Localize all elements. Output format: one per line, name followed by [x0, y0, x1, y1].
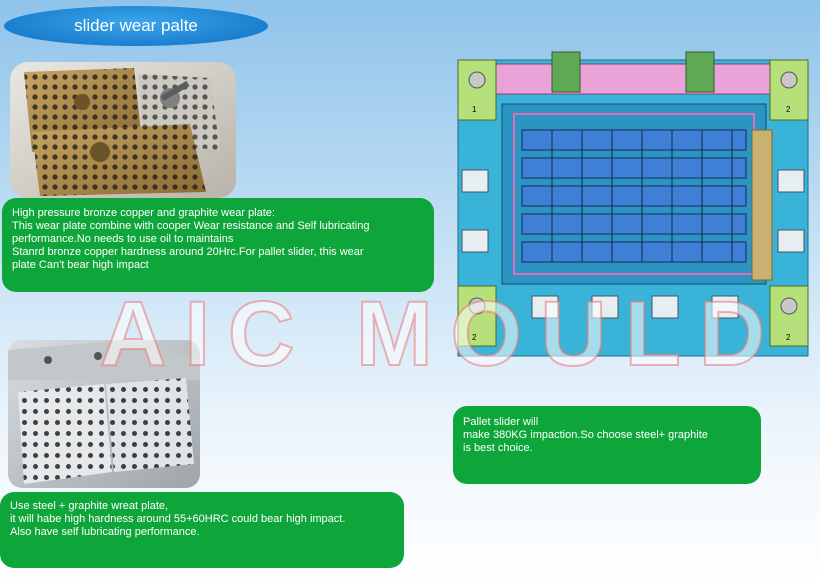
- title-pill: slider wear palte: [4, 6, 268, 46]
- mold-label-tr: 2: [786, 105, 791, 114]
- pallet-line-2: make 380KG impaction.So choose steel+ gr…: [463, 429, 708, 441]
- steel-line-3: Also have self lubricating performance.: [10, 526, 200, 538]
- mold-label-tl: 1: [472, 105, 477, 114]
- bronze-wear-plate-photo: [10, 62, 236, 198]
- mold-label-br: 2: [786, 333, 791, 342]
- pallet-line-3: is best choice.: [463, 442, 533, 454]
- bronze-line-5: plate Can't bear high impact: [12, 259, 149, 271]
- bronze-description-box: High pressure bronze copper and graphite…: [2, 198, 434, 292]
- page-title: slider wear palte: [74, 16, 198, 35]
- mold-label-bl: 2: [472, 333, 477, 342]
- bronze-line-1: High pressure bronze copper and graphite…: [12, 207, 275, 219]
- bronze-line-2: This wear plate combine with cooper Wear…: [12, 220, 370, 232]
- bronze-line-4: Stanrd bronze copper hardness around 20H…: [12, 246, 364, 258]
- mold-cad-drawing: 1 2 2 2: [452, 50, 812, 360]
- steel-line-1: Use steel + graphite wreat plate,: [10, 500, 169, 512]
- pallet-line-1: Pallet slider will: [463, 416, 539, 428]
- steel-line-2: it will habe high hardness around 55+60H…: [10, 513, 346, 525]
- steel-wear-plate-photo: [8, 340, 200, 488]
- pallet-slider-box: Pallet slider will make 380KG impaction.…: [453, 406, 761, 484]
- bronze-line-3: performance.No needs to use oil to maint…: [12, 233, 234, 245]
- steel-description-box: Use steel + graphite wreat plate, it wil…: [0, 492, 404, 568]
